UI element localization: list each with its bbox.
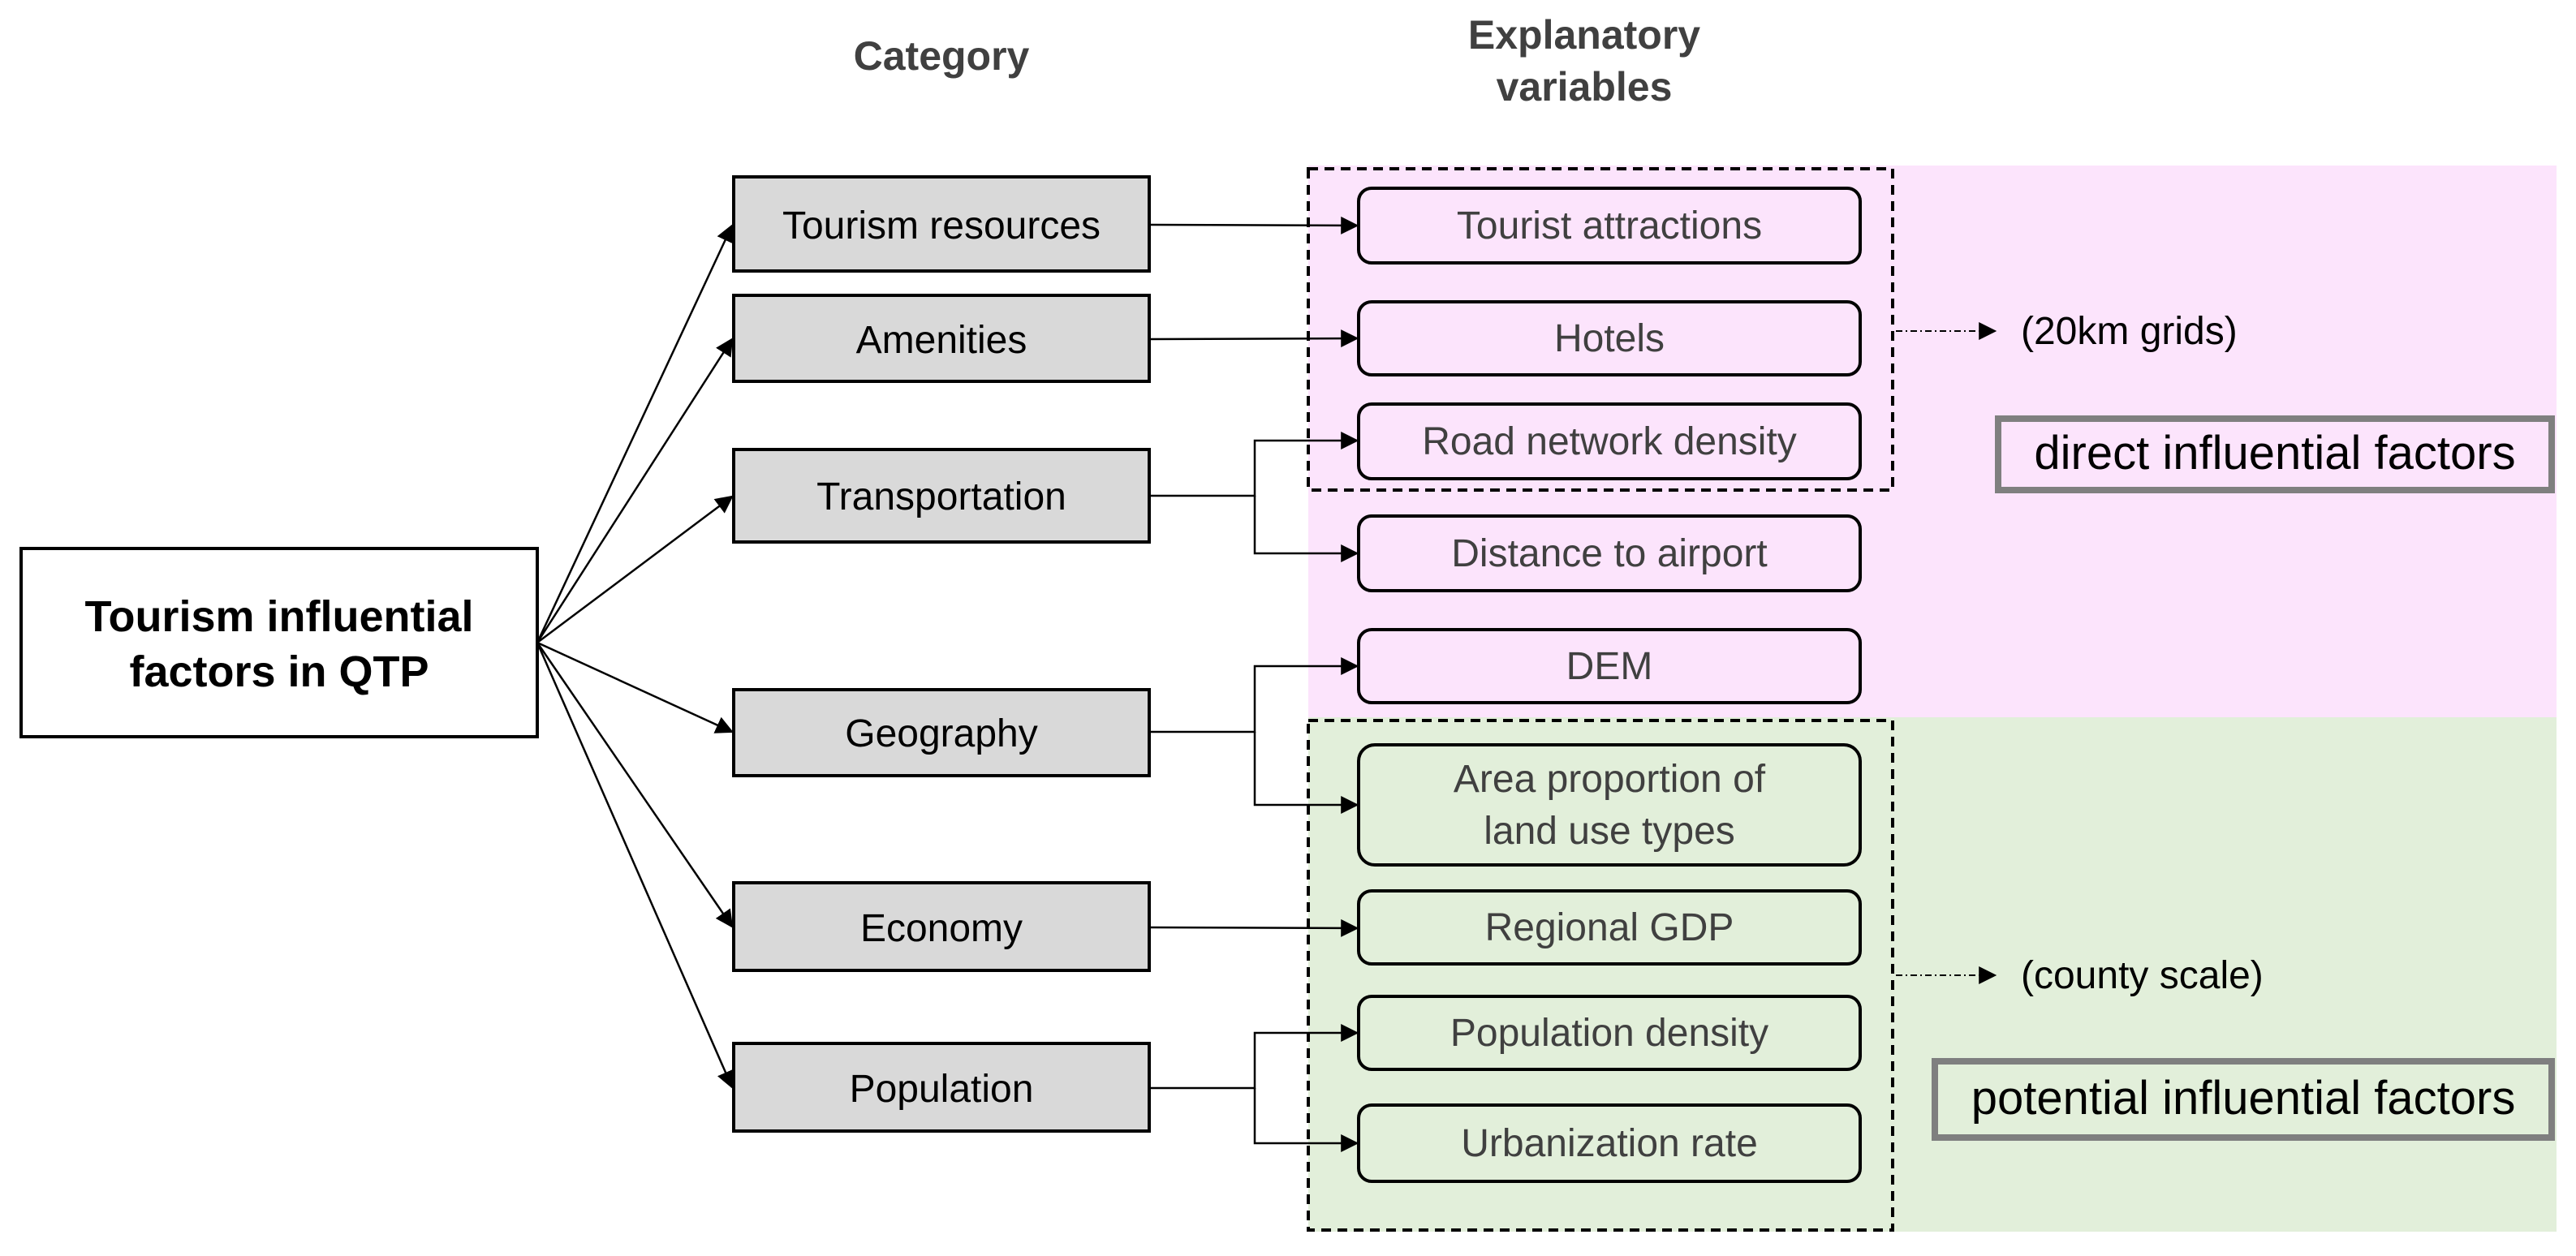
grid-scale-label: (20km grids) bbox=[2021, 310, 2238, 353]
arrow-to-economy bbox=[536, 642, 734, 928]
variable-node-dem bbox=[1357, 628, 1862, 704]
arrow-to-amenities bbox=[536, 338, 734, 643]
connector-economy bbox=[1148, 918, 1359, 937]
variable-label-dem: DEM bbox=[1566, 645, 1653, 688]
category-node-amenities bbox=[732, 294, 1151, 383]
root-to-category-arrows bbox=[536, 224, 734, 1090]
variable-label-distance-to-airport: Distance to airport bbox=[1451, 532, 1768, 575]
potential-factors-label: potential influential factors bbox=[1971, 1072, 2516, 1125]
connector-tourism-resources bbox=[1148, 216, 1359, 234]
variable-node-regional-gdp bbox=[1357, 889, 1862, 966]
potential-factors-frame bbox=[1932, 1058, 2555, 1141]
category-node-transportation bbox=[732, 448, 1151, 544]
connector-population-density bbox=[1149, 1024, 1359, 1090]
category-node-economy bbox=[732, 881, 1151, 972]
variable-node-road-network-density bbox=[1357, 402, 1862, 480]
connector-amenities bbox=[1148, 329, 1359, 348]
category-nodes: Tourism resources Amenities Transportati… bbox=[732, 175, 1151, 1133]
category-header: Category bbox=[854, 33, 1030, 79]
category-label-economy: Economy bbox=[860, 907, 1023, 950]
grid-scale-group-box bbox=[1307, 167, 1894, 492]
category-label-transportation: Transportation bbox=[816, 475, 1066, 518]
arrow-to-transportation bbox=[536, 495, 734, 643]
explanatory-header-line1: Explanatory bbox=[1468, 12, 1700, 58]
root-node-label-line2: factors in QTP bbox=[129, 647, 429, 696]
arrow-to-geography bbox=[536, 641, 734, 733]
county-scale-group-box bbox=[1307, 719, 1894, 1232]
connector-transportation-road bbox=[1149, 432, 1359, 497]
variable-node-tourist-attractions bbox=[1357, 187, 1862, 265]
variable-node-population-density bbox=[1357, 995, 1862, 1071]
explanatory-header-line2: variables bbox=[1497, 64, 1673, 110]
connector-population-urbanization bbox=[1253, 1088, 1359, 1152]
direct-factors-frame bbox=[1995, 415, 2555, 493]
variable-label-population-density: Population density bbox=[1450, 1012, 1768, 1055]
variable-label-regional-gdp: Regional GDP bbox=[1485, 906, 1734, 949]
variable-label-hotels: Hotels bbox=[1554, 317, 1665, 360]
category-label-tourism-resources: Tourism resources bbox=[782, 204, 1101, 247]
arrow-to-tourism-resources bbox=[536, 224, 734, 643]
variable-nodes: Tourist attractions Hotels Road network … bbox=[1357, 187, 1862, 1183]
variable-label-area-proportion-line1: Area proportion of bbox=[1454, 758, 1766, 801]
root-node bbox=[19, 547, 539, 738]
variable-node-distance-to-airport bbox=[1357, 514, 1862, 592]
root-node-label-line1: Tourism influential bbox=[84, 592, 473, 641]
connector-geography-land-use bbox=[1253, 732, 1359, 814]
category-label-population: Population bbox=[850, 1068, 1034, 1111]
category-label-amenities: Amenities bbox=[856, 319, 1027, 362]
arrow-to-population bbox=[536, 642, 734, 1090]
direct-factors-label: direct influential factors bbox=[2034, 427, 2515, 480]
county-scale-label: (county scale) bbox=[2021, 954, 2264, 997]
variable-node-urbanization-rate bbox=[1357, 1103, 1862, 1183]
variable-label-tourist-attractions: Tourist attractions bbox=[1457, 204, 1762, 247]
variable-label-area-proportion-line2: land use types bbox=[1484, 810, 1735, 853]
variable-label-road-network-density: Road network density bbox=[1422, 420, 1797, 463]
category-node-geography bbox=[732, 688, 1151, 777]
connector-geography-dem bbox=[1149, 657, 1359, 733]
category-label-geography: Geography bbox=[845, 712, 1038, 755]
category-node-tourism-resources bbox=[732, 175, 1151, 273]
variable-node-area-proportion bbox=[1357, 743, 1862, 867]
connector-transportation-airport bbox=[1253, 496, 1359, 562]
variable-label-urbanization-rate: Urbanization rate bbox=[1461, 1122, 1758, 1165]
category-to-variable-connectors bbox=[1148, 216, 1359, 1152]
variable-node-hotels bbox=[1357, 300, 1862, 376]
